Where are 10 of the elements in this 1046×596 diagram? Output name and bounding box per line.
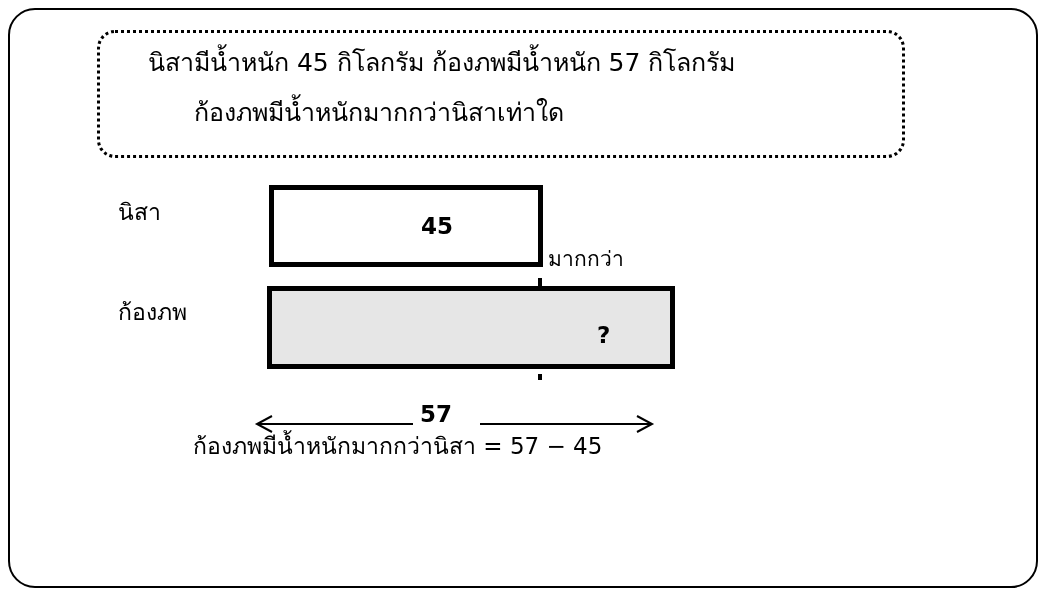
bar [267, 286, 675, 369]
equation-text: ก้องภพมีน้ำหนักมากกว่านิสา = 57 − 45 [193, 432, 603, 462]
row-label: ก้องภพ [118, 298, 187, 327]
bar [269, 185, 543, 267]
bar-value: 45 [421, 212, 453, 241]
problem-box [97, 30, 905, 158]
row-label: นิสา [118, 198, 161, 227]
comparison-label: มากกว่า [548, 246, 624, 273]
dimension-value: 57 [420, 400, 452, 429]
unknown-mark: ? [597, 321, 611, 350]
